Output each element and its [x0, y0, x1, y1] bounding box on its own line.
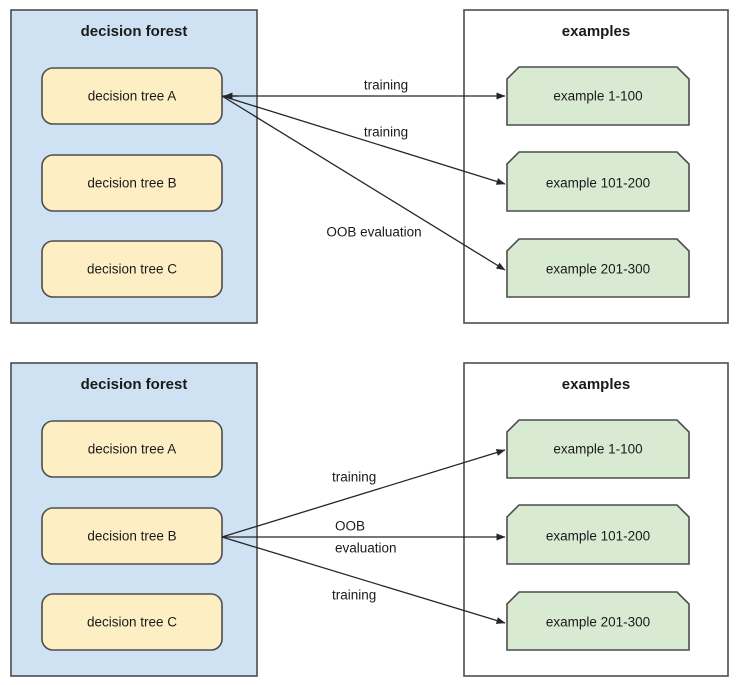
edges-bottom: [221, 449, 506, 624]
tree-label: decision tree C: [87, 262, 177, 277]
edges-top: [221, 92, 506, 271]
examples-panel-bottom: examples example 1-100 example 101-200 e…: [463, 362, 729, 677]
edge-tree-b-to-example-3: [221, 536, 506, 624]
tree-node-c-bottom[interactable]: decision tree C: [41, 593, 223, 651]
edge-label-training-2: training: [332, 588, 376, 603]
examples-panel-title: examples: [562, 376, 630, 393]
examples-panel-top: examples example 1-100 example 101-200 e…: [463, 9, 729, 324]
tree-node-a-bottom[interactable]: decision tree A: [41, 420, 223, 478]
example-node-1-top[interactable]: example 1-100: [506, 66, 690, 126]
example-box[interactable]: [506, 591, 690, 651]
edge-label-training-1: training: [332, 470, 376, 485]
example-label: example 201-300: [546, 615, 650, 630]
example-box[interactable]: [506, 66, 690, 126]
tree-node-b-top[interactable]: decision tree B: [41, 154, 223, 212]
example-box[interactable]: [506, 151, 690, 212]
example-box[interactable]: [506, 504, 690, 565]
tree-box[interactable]: [41, 154, 223, 212]
example-label: example 101-200: [546, 529, 650, 544]
edge-label-oob-evaluation: OOB evaluation: [326, 225, 421, 240]
example-label: example 1-100: [553, 442, 642, 457]
forest-panel-top: decision forest decision tree A decision…: [10, 9, 258, 324]
tree-node-c-top[interactable]: decision tree C: [41, 240, 223, 298]
forest-panel-bottom: decision forest decision tree A decision…: [10, 362, 258, 677]
tree-label: decision tree A: [88, 89, 177, 104]
tree-node-a-top[interactable]: decision tree A: [41, 67, 223, 125]
example-node-3-bottom[interactable]: example 201-300: [506, 591, 690, 651]
edge-tree-a-to-example-3: [221, 95, 506, 271]
tree-box[interactable]: [41, 420, 223, 478]
edge-label-training-2: training: [364, 125, 408, 140]
example-box[interactable]: [506, 238, 690, 298]
tree-label: decision tree B: [87, 176, 176, 191]
edge-tree-a-to-example-2: [221, 95, 506, 185]
edge-label-training-1: training: [364, 78, 408, 93]
diagram-top: decision forest decision tree A decision…: [10, 9, 729, 324]
example-node-1-bottom[interactable]: example 1-100: [506, 419, 690, 479]
diagram-bottom: decision forest decision tree A decision…: [10, 362, 729, 677]
example-node-2-bottom[interactable]: example 101-200: [506, 504, 690, 565]
edge-labels-top: training training OOB evaluation: [326, 78, 421, 240]
tree-node-b-bottom[interactable]: decision tree B: [41, 507, 223, 565]
tree-box[interactable]: [41, 593, 223, 651]
edge-label-oob-line2: evaluation: [335, 541, 397, 556]
forest-panel-title: decision forest: [81, 23, 188, 40]
forest-panel-title: decision forest: [81, 376, 188, 393]
example-label: example 201-300: [546, 262, 650, 277]
edge-label-oob-line1: OOB: [335, 519, 365, 534]
tree-box[interactable]: [41, 507, 223, 565]
examples-panel-title: examples: [562, 23, 630, 40]
tree-label: decision tree B: [87, 529, 176, 544]
edge-tree-b-to-example-1: [221, 449, 506, 538]
example-node-3-top[interactable]: example 201-300: [506, 238, 690, 298]
example-label: example 1-100: [553, 89, 642, 104]
tree-box[interactable]: [41, 240, 223, 298]
tree-label: decision tree A: [88, 442, 177, 457]
tree-label: decision tree C: [87, 615, 177, 630]
example-node-2-top[interactable]: example 101-200: [506, 151, 690, 212]
example-box[interactable]: [506, 419, 690, 479]
edge-labels-bottom: training OOB evaluation training: [332, 470, 397, 603]
example-label: example 101-200: [546, 176, 650, 191]
